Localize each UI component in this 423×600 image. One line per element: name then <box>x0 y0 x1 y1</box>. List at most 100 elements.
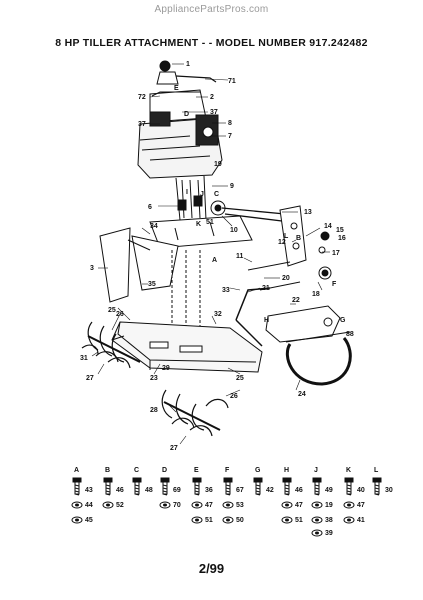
callout-12: 12 <box>278 239 286 246</box>
washer-icon <box>71 516 83 524</box>
washer-icon <box>311 516 323 524</box>
callout-35: 35 <box>148 281 156 288</box>
callout-27-left: 27 <box>86 375 94 382</box>
callout-25-right: 25 <box>236 375 244 382</box>
callout-letter-h: H <box>264 317 269 324</box>
belt-guard <box>265 305 352 386</box>
callout-letter-b: B <box>296 235 301 242</box>
callout-26-right: 26 <box>230 393 238 400</box>
bolt-icon <box>192 477 202 496</box>
bolt-icon <box>282 477 292 496</box>
callout-letter-k: K <box>196 221 201 228</box>
hardware-letter: G <box>255 467 261 474</box>
callout-letter-g: G <box>340 317 346 324</box>
callout-16: 16 <box>338 235 346 242</box>
hardware-part-number: 51 <box>205 517 213 524</box>
callout-letter-f: F <box>332 281 337 288</box>
left-tine-assembly <box>81 321 141 369</box>
callout-32: 32 <box>214 311 222 318</box>
engine-assembly <box>137 60 223 221</box>
callout-10: 10 <box>230 227 238 234</box>
hardware-part-number: 30 <box>385 487 393 494</box>
hardware-letter: A <box>74 467 79 474</box>
hardware-part-number: 40 <box>357 487 365 494</box>
mounting-frame <box>99 200 332 347</box>
hardware-part-number: 67 <box>236 487 244 494</box>
washer-icon <box>222 501 234 509</box>
watermark: AppliancePartsPros.com <box>154 4 269 15</box>
callout-18: 18 <box>312 291 320 298</box>
washer-icon <box>102 501 114 509</box>
hardware-part-number: 52 <box>116 502 124 509</box>
callout-22: 22 <box>292 297 300 304</box>
hardware-letter: E <box>194 467 199 474</box>
hardware-letter: D <box>162 467 167 474</box>
bolt-icon <box>160 477 170 496</box>
callout-23: 23 <box>150 375 158 382</box>
callout-37-top: 37 <box>210 109 218 116</box>
hardware-column-k: K 40 47 41 <box>343 467 365 524</box>
hardware-letter: B <box>105 467 110 474</box>
hardware-part-number: 51 <box>295 517 303 524</box>
callout-33: 33 <box>222 287 230 294</box>
bolt-icon <box>312 477 322 496</box>
callout-26-left: 26 <box>116 311 124 318</box>
bolt-icon <box>72 477 82 496</box>
hardware-part-number: 46 <box>295 487 303 494</box>
hardware-part-number: 46 <box>116 487 124 494</box>
hardware-letter: J <box>314 467 318 474</box>
callout-letter-a: A <box>212 257 217 264</box>
hardware-letter: F <box>225 467 230 474</box>
callout-31: 31 <box>80 355 88 362</box>
hardware-column-l: L30 <box>372 467 393 496</box>
hardware-column-c: C48 <box>132 467 153 496</box>
hardware-part-number: 53 <box>236 502 244 509</box>
callout-11: 11 <box>236 253 244 260</box>
callout-letter-j: J <box>200 191 204 198</box>
hardware-part-number: 44 <box>85 502 93 509</box>
leader-lines <box>91 63 330 445</box>
bolt-icon <box>344 477 354 496</box>
hardware-part-number: 38 <box>325 517 333 524</box>
hardware-part-number: 36 <box>205 487 213 494</box>
callout-72: 72 <box>138 94 146 101</box>
bolt-icon <box>372 477 382 496</box>
hardware-part-number: 19 <box>325 502 333 509</box>
callout-9: 9 <box>230 183 234 190</box>
washer-icon <box>311 501 323 509</box>
hardware-letter: K <box>346 467 351 474</box>
washer-icon <box>343 516 355 524</box>
hardware-letter: H <box>284 467 289 474</box>
callout-letter-d: D <box>184 111 189 118</box>
hardware-column-d: D 69 70 <box>159 467 181 509</box>
hardware-part-number: 47 <box>357 502 365 509</box>
lower-tine-assembly <box>161 389 229 437</box>
callout-19: 19 <box>214 161 222 168</box>
page-title: 8 HP TILLER ATTACHMENT - - MODEL NUMBER … <box>55 37 368 49</box>
callout-25: 25 <box>108 307 116 314</box>
hardware-part-number: 50 <box>236 517 244 524</box>
washer-icon <box>159 501 171 509</box>
callout-51: 51 <box>206 219 214 226</box>
callout-2: 2 <box>210 94 214 101</box>
callout-71: 71 <box>228 78 236 85</box>
callout-1: 1 <box>186 61 190 68</box>
callout-letter-i: I <box>186 189 188 196</box>
hardware-column-e: E 36 47 51 <box>191 467 213 524</box>
hardware-part-number: 70 <box>173 502 181 509</box>
callout-7: 7 <box>228 133 232 140</box>
hardware-part-number: 41 <box>357 517 365 524</box>
callout-34: 34 <box>150 223 158 230</box>
hardware-part-number: 47 <box>205 502 213 509</box>
washer-icon <box>222 516 234 524</box>
tine-shield <box>111 321 263 373</box>
callout-28: 28 <box>150 407 158 414</box>
hardware-part-number: 45 <box>85 517 93 524</box>
callout-letter-e: E <box>174 85 179 92</box>
bolt-icon <box>132 477 142 496</box>
hardware-column-g: G42 <box>253 467 274 496</box>
hardware-part-number: 39 <box>325 530 333 537</box>
hardware-part-number: 69 <box>173 487 181 494</box>
